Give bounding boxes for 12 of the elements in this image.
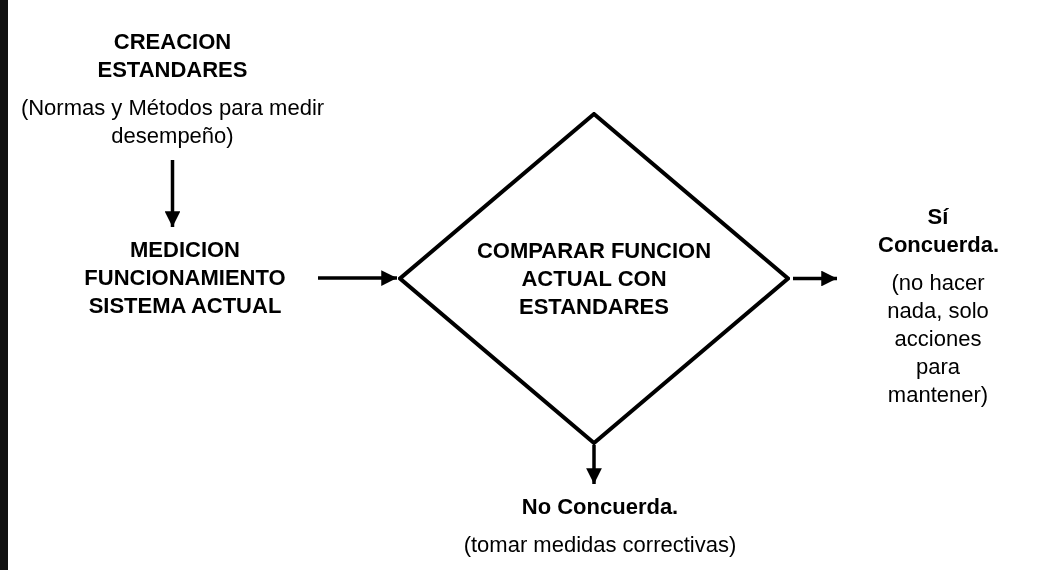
step-heading: MEDICION FUNCIONAMIENTO SISTEMA ACTUAL bbox=[83, 236, 287, 320]
step-note: (Normas y Métodos para medir desempeño) bbox=[19, 94, 326, 150]
step-heading: No Concuerda. bbox=[520, 493, 680, 521]
step-note: (tomar medidas correctivas) bbox=[462, 531, 738, 559]
arrow bbox=[586, 445, 602, 484]
arrow bbox=[318, 270, 397, 286]
decision-text: COMPARAR FUNCION ACTUAL CON ESTANDARES bbox=[475, 236, 713, 321]
step-heading: CREACION ESTANDARES bbox=[96, 28, 249, 84]
step-note: (no hacer nada, solo acciones para mantener) bbox=[886, 269, 990, 409]
step-heading: Sí Concuerda. bbox=[878, 203, 998, 259]
arrow bbox=[164, 160, 181, 227]
arrow bbox=[793, 270, 837, 287]
